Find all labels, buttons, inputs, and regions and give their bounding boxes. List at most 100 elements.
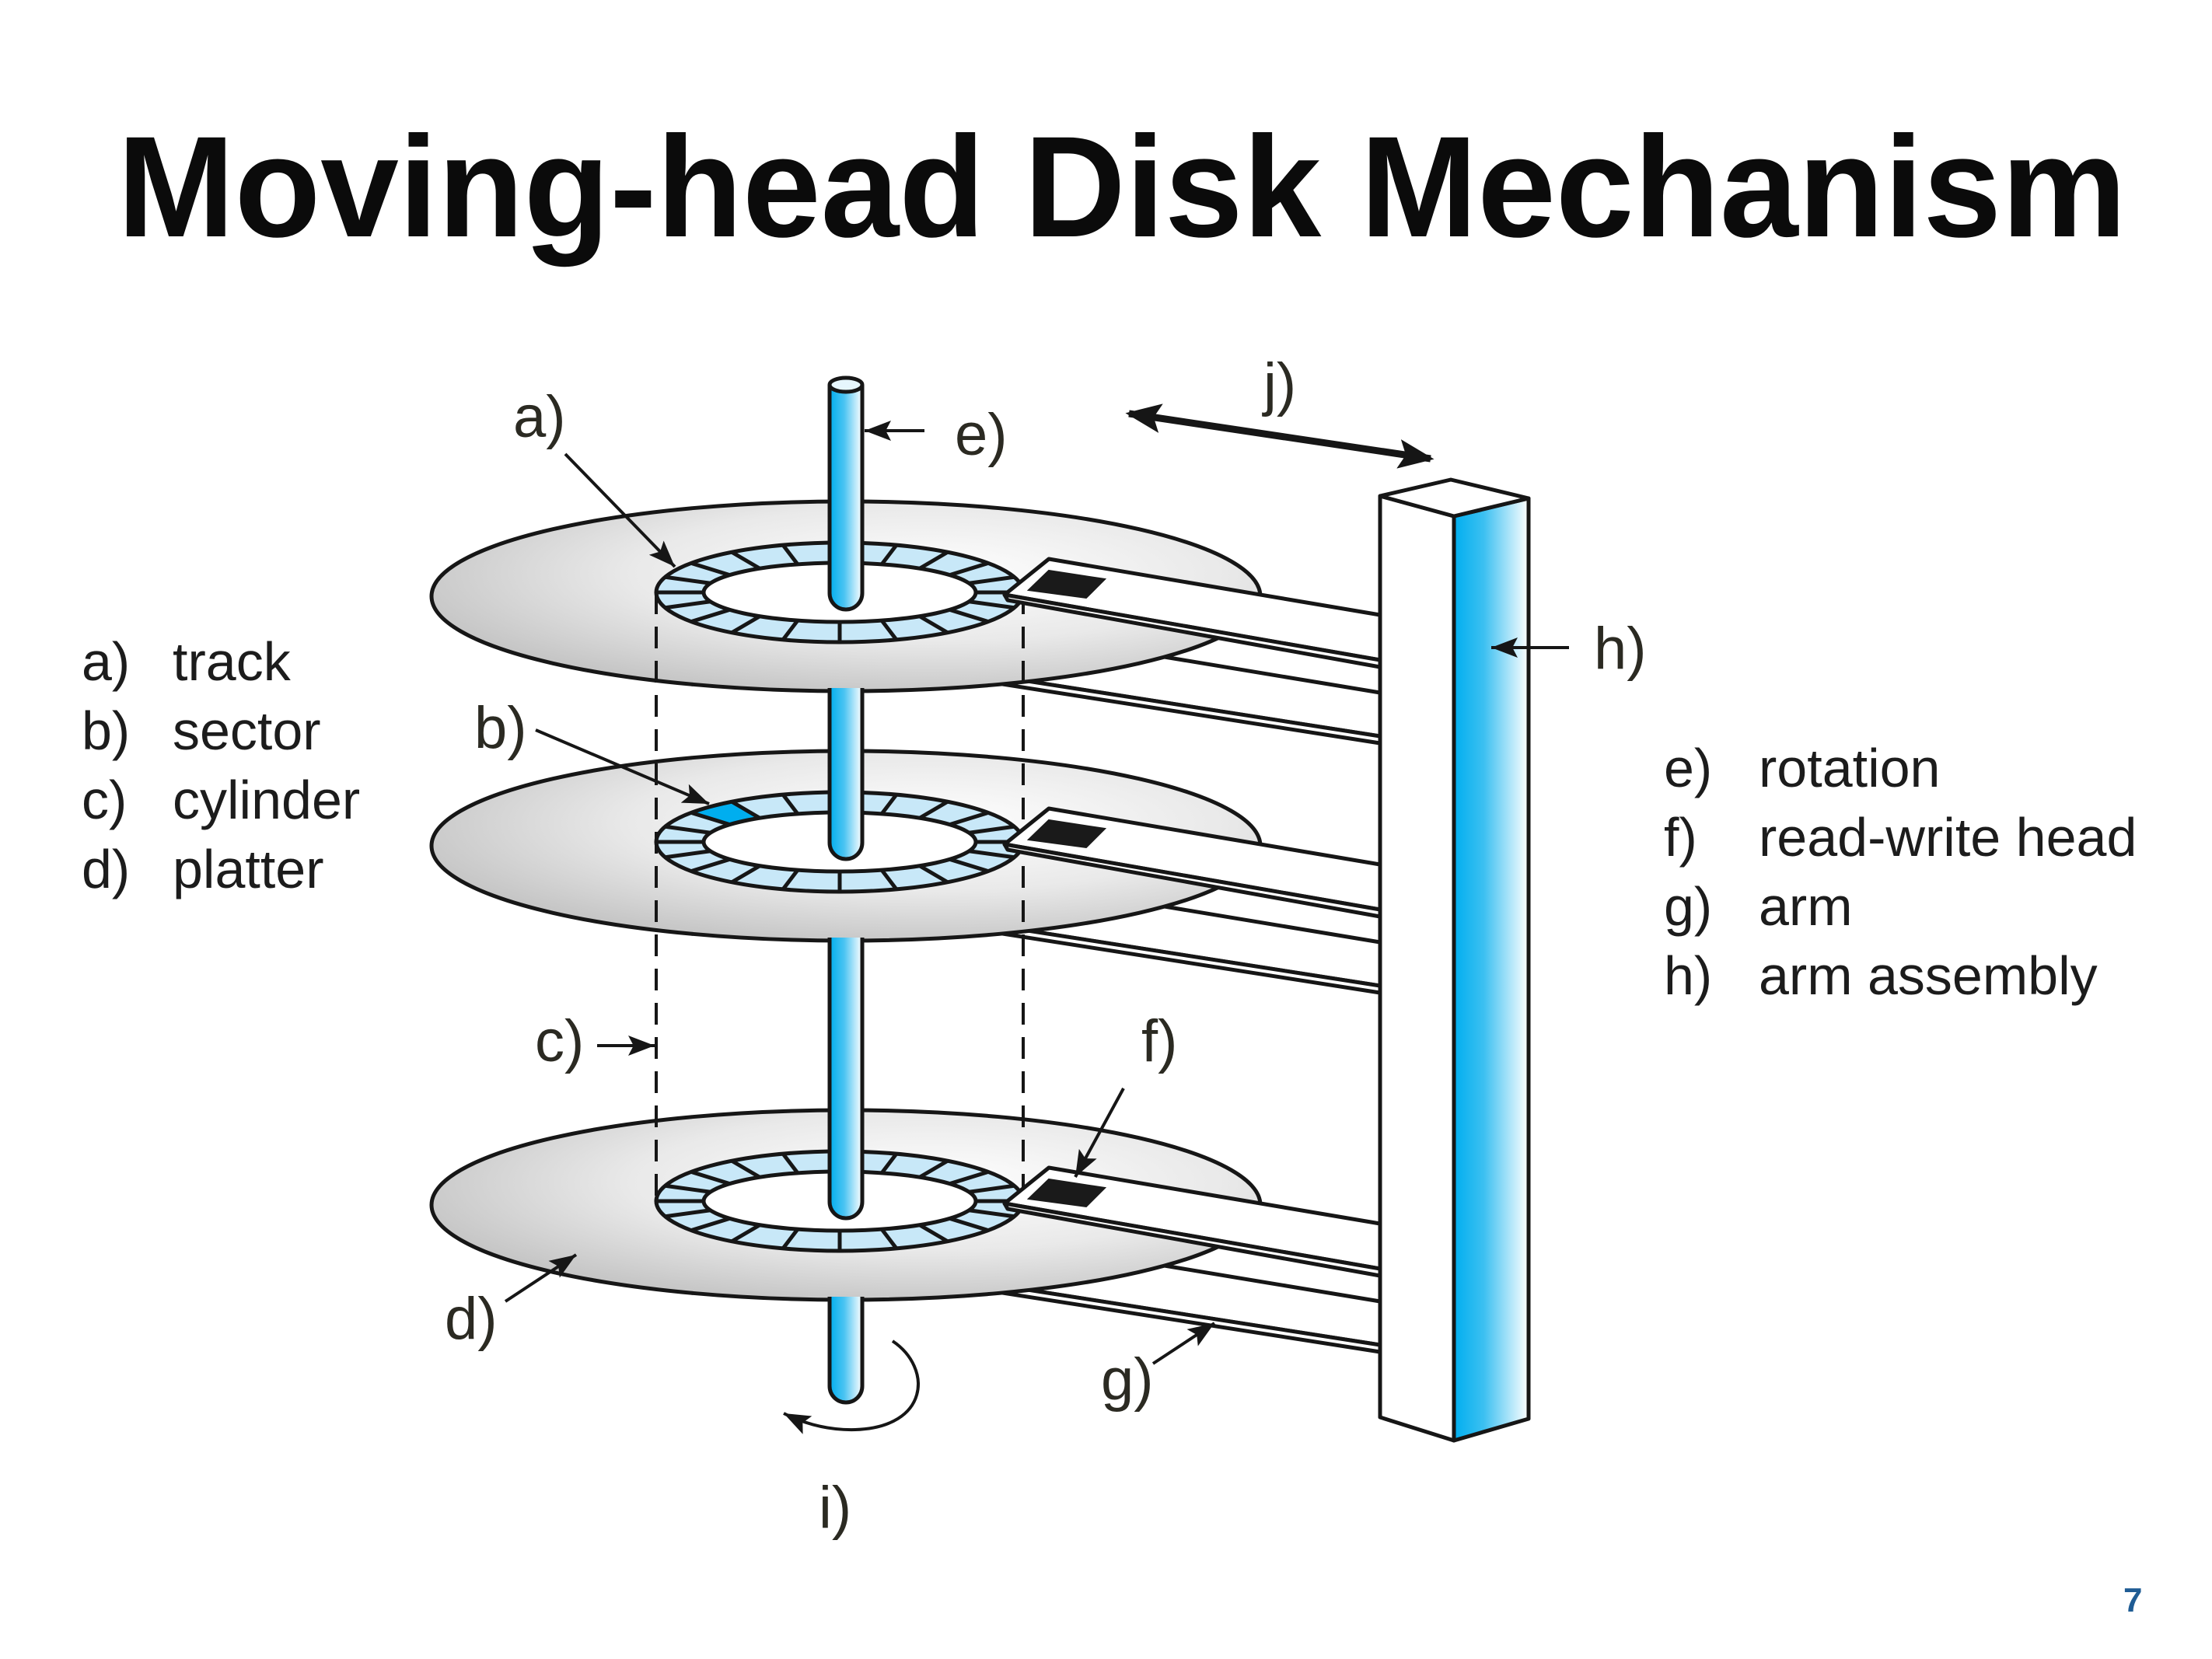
legend-item: d) platter xyxy=(82,839,324,899)
sector-divider xyxy=(918,864,949,884)
sector-divider xyxy=(969,824,1015,835)
sector-divider xyxy=(781,868,799,891)
spindle-body xyxy=(830,1297,862,1402)
legend-item: f) read-write head xyxy=(1664,807,2137,868)
legend-item: a) track xyxy=(82,631,292,692)
label-j-arm-movement: j) xyxy=(1262,351,1296,417)
sector-divider xyxy=(731,1159,761,1179)
sector-divider xyxy=(880,1152,898,1175)
label-f-read-write-head: f) xyxy=(1141,1008,1177,1074)
sector-divider xyxy=(949,810,989,827)
platter-assembly-3 xyxy=(429,938,1382,1354)
legend-key: g) xyxy=(1664,876,1712,937)
label-c-cylinder: c) xyxy=(535,1008,584,1074)
platter-assembly-1 xyxy=(429,375,1382,746)
arm-assembly-top-face xyxy=(1378,477,1531,519)
spindle-segment xyxy=(827,688,865,861)
sector-divider xyxy=(880,543,898,566)
sector-divider xyxy=(880,1228,898,1250)
legend-key: e) xyxy=(1664,738,1712,798)
legend-key: d) xyxy=(82,839,130,899)
sector-divider xyxy=(665,824,711,835)
rotation-direction-arrow xyxy=(783,1339,920,1434)
spindle-outline xyxy=(827,688,865,861)
read-write-head xyxy=(1026,1178,1107,1208)
arrow-sector xyxy=(535,728,710,805)
sector-divider xyxy=(969,599,1015,610)
spindle-segment xyxy=(827,385,865,612)
sector-divider xyxy=(918,1223,949,1243)
sector-divider xyxy=(949,857,989,874)
label-e-rotation: e) xyxy=(955,402,1008,468)
spindle-bottom-segment xyxy=(827,1297,865,1405)
spindle-body xyxy=(830,938,862,1218)
arm-assembly-right-face xyxy=(1452,496,1531,1443)
sector-divider xyxy=(690,857,731,874)
arrow-platter xyxy=(504,1253,578,1303)
sector-divider xyxy=(969,1183,1015,1194)
sector-divider xyxy=(781,793,799,816)
diagram-labels: a) b) c) d) e) f) g) h) i) j) xyxy=(445,351,1647,1541)
legend-right: e) rotation f) read-write head g) arm h)… xyxy=(1664,738,2137,1006)
sector-divider xyxy=(665,1183,711,1194)
sector-divider xyxy=(969,575,1015,585)
legend-left: a) track b) sector c) cylinder d) platte… xyxy=(82,631,360,899)
sector-divider xyxy=(690,1169,731,1186)
sector-divider xyxy=(665,849,711,860)
pointer-arrows xyxy=(504,403,1569,1434)
platter-assembly-2 xyxy=(429,688,1382,995)
legend-term: rotation xyxy=(1759,738,1940,798)
spindle-body xyxy=(830,385,862,609)
sector-divider xyxy=(949,1216,989,1233)
label-i-rotation-direction: i) xyxy=(819,1475,851,1541)
legend-term: sector xyxy=(173,700,321,761)
legend-term: platter xyxy=(173,839,324,899)
spindle-top-cap xyxy=(827,375,865,394)
sector-divider xyxy=(781,1152,799,1175)
sector-divider xyxy=(690,1216,731,1233)
sector-divider xyxy=(731,614,761,634)
spindle-outline xyxy=(827,385,865,612)
legend-item: c) cylinder xyxy=(82,770,360,830)
sector-divider xyxy=(781,543,799,566)
sector-divider xyxy=(731,864,761,884)
label-a-track: a) xyxy=(513,384,566,450)
sector-divider xyxy=(969,849,1015,860)
sector-divider xyxy=(880,793,898,816)
legend-item: g) arm xyxy=(1664,876,1853,937)
legend-term: track xyxy=(173,631,292,692)
legend-term: read-write head xyxy=(1759,807,2137,868)
read-write-head xyxy=(1026,819,1107,849)
sector-divider xyxy=(781,1228,799,1250)
arm-2 xyxy=(1002,806,1382,919)
sector-divider xyxy=(918,614,949,634)
slide-title: Moving-head Disk Mechanism xyxy=(117,107,2126,267)
legend-key: b) xyxy=(82,700,130,761)
upper-arms xyxy=(1002,557,1382,1278)
sector-divider xyxy=(949,607,989,624)
legend-key: c) xyxy=(82,770,127,830)
arrow-read-write-head xyxy=(1074,1088,1125,1178)
read-write-head xyxy=(1026,569,1107,599)
legend-key: a) xyxy=(82,631,130,692)
sector-divider xyxy=(918,800,949,820)
spindle-outline xyxy=(827,938,865,1221)
sector-divider xyxy=(731,800,761,820)
legend-item: e) rotation xyxy=(1664,738,1940,798)
arm-assembly xyxy=(1378,477,1531,1443)
label-g-arm: g) xyxy=(1101,1346,1154,1413)
sector-divider xyxy=(731,550,761,571)
sector-divider xyxy=(690,561,731,578)
label-d-platter: d) xyxy=(445,1286,498,1352)
sector-divider xyxy=(781,619,799,641)
sector-divider xyxy=(690,810,731,827)
spindle-body xyxy=(830,688,862,859)
legend-item: b) sector xyxy=(82,700,321,761)
sector-divider xyxy=(880,619,898,641)
legend-term: arm xyxy=(1759,876,1853,937)
sector-divider xyxy=(918,1159,949,1179)
arm-assembly-left-face xyxy=(1378,494,1456,1443)
arrow-track xyxy=(564,452,676,568)
